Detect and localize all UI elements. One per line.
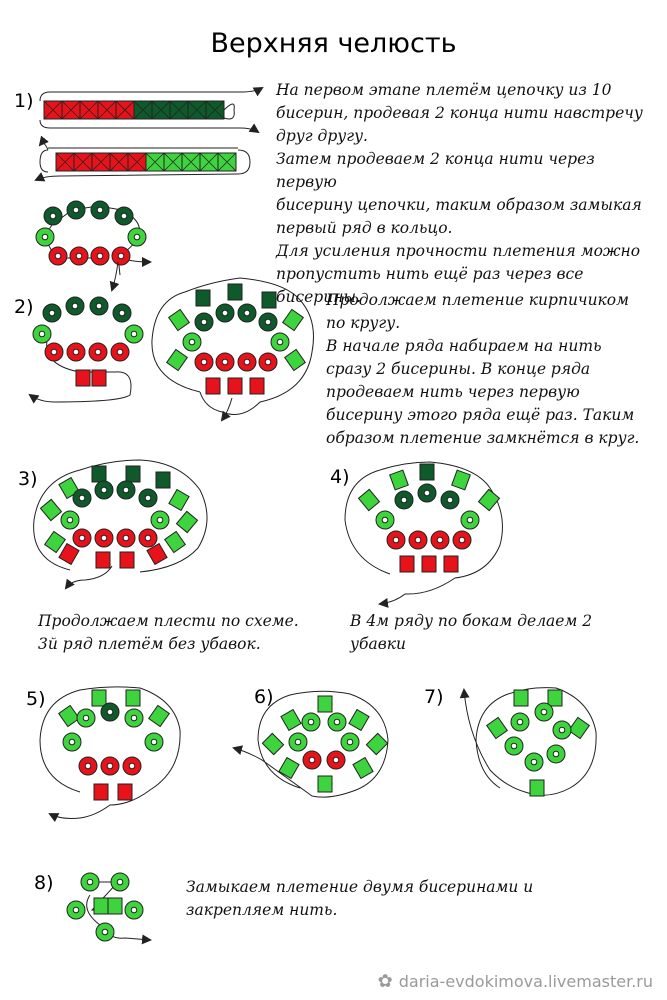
text-line: друг другу. (276, 127, 368, 145)
step2-description: Продолжаем плетение кирпичиком по кругу.… (326, 289, 656, 450)
watermark: ✿ daria-evdokimova.livemaster.ru (378, 971, 653, 992)
step3-diagram (33, 459, 208, 590)
page-title: Верхняя челюсть (210, 28, 457, 59)
flower-icon: ✿ (377, 971, 393, 992)
step-label-8: 8) (34, 872, 54, 894)
text-line: 3й ряд плетём без убавок. (38, 635, 261, 653)
text-line: по кругу. (326, 314, 401, 332)
text-line: образом плетение замкнётся в круг. (326, 429, 640, 447)
step-label-3: 3) (18, 468, 38, 490)
text-line: убавки (350, 635, 406, 653)
step-label-4: 4) (330, 466, 350, 488)
step8-diagram (66, 872, 152, 945)
step5-diagram (39, 686, 181, 823)
step4-description: В 4м ряду по бокам делаем 2 убавки (350, 610, 640, 656)
watermark-text: daria-evdokimova.livemaster.ru (398, 972, 653, 991)
text-line: бисерину цепочки, таким образом замыкая (276, 196, 642, 214)
step1-diagram (34, 87, 264, 292)
step-label-7: 7) (424, 686, 444, 708)
text-line: На первом этапе плетём цепочку из 10 (276, 81, 612, 99)
step7-diagram (459, 687, 597, 797)
step-label-2: 2) (14, 296, 34, 318)
text-line: бисерину этого ряда ещё раз. Таким (326, 406, 635, 424)
step1-chain-bottom (55, 152, 237, 172)
text-line: Замыкаем плетение двумя бисеринами и (186, 878, 534, 896)
step6-diagram (232, 690, 389, 798)
step2-right-diagram (151, 277, 314, 422)
step4-diagram (344, 461, 503, 608)
text-line: бисерины. (276, 288, 361, 306)
text-line: Продолжаем плести по схеме. (38, 612, 299, 630)
text-line: Для усиления прочности плетения можно (276, 242, 641, 260)
text-line: Затем продеваем 2 конца нити через перву… (276, 150, 595, 191)
step-label-1: 1) (14, 90, 34, 112)
step1-ring (35, 200, 152, 292)
text-line: В начале ряда набираем на нить (326, 337, 602, 355)
step1-description: На первом этапе плетём цепочку из 10 бис… (276, 79, 656, 309)
step2-left-diagram (28, 296, 144, 404)
step3-description: Продолжаем плести по схеме. 3й ряд плетё… (38, 610, 318, 656)
step1-thread-top (39, 87, 264, 102)
text-line: бисерин, продевая 2 конца нити навстречу (276, 104, 643, 122)
step8-description: Замыкаем плетение двумя бисеринами и зак… (186, 876, 546, 922)
text-line: В 4м ряду по бокам делаем 2 (350, 612, 593, 630)
text-line: пропустить нить ещё раз через все (276, 265, 584, 283)
text-line: закрепляем нить. (186, 901, 338, 919)
text-line: Продолжаем плетение кирпичиком (326, 291, 629, 309)
text-line: сразу 2 бисерины. В конце ряда (326, 360, 591, 378)
text-line: первый ряд в кольцо. (276, 219, 453, 237)
step-label-5: 5) (26, 688, 46, 710)
step-label-6: 6) (254, 686, 274, 708)
step1-chain-top (43, 100, 235, 120)
text-line: продеваем нить через первую (326, 383, 580, 401)
